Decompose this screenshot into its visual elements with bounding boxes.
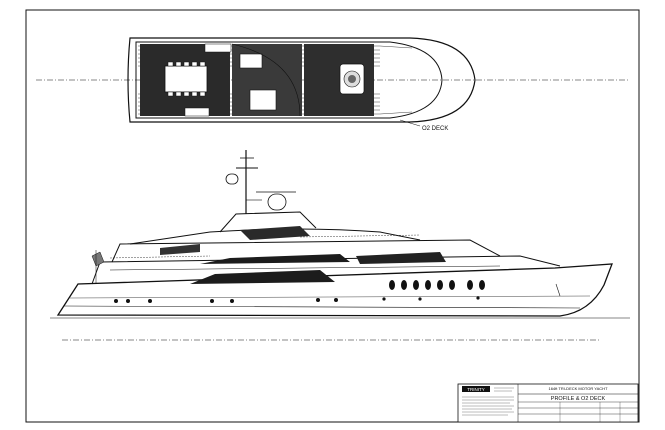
mast xyxy=(225,150,296,214)
dining-table xyxy=(164,61,208,97)
title-block: TRINITY 164ft TRI-DECK MOTOR YACHT PROFI… xyxy=(457,383,639,423)
project-name: 164ft TRI-DECK MOTOR YACHT xyxy=(548,386,608,391)
sheet-border xyxy=(25,9,640,423)
forward-spa xyxy=(339,63,365,95)
o2-deck-plan: O2 DECK xyxy=(127,37,476,132)
stern-flag xyxy=(91,251,105,267)
sheet-title: PROFILE & O2 DECK xyxy=(551,396,606,402)
yacht-profile xyxy=(50,150,630,319)
portholes xyxy=(114,280,485,303)
hull-outline xyxy=(56,263,613,317)
builder-logo: TRINITY xyxy=(467,387,485,392)
deck-label: O2 DECK xyxy=(422,126,448,132)
